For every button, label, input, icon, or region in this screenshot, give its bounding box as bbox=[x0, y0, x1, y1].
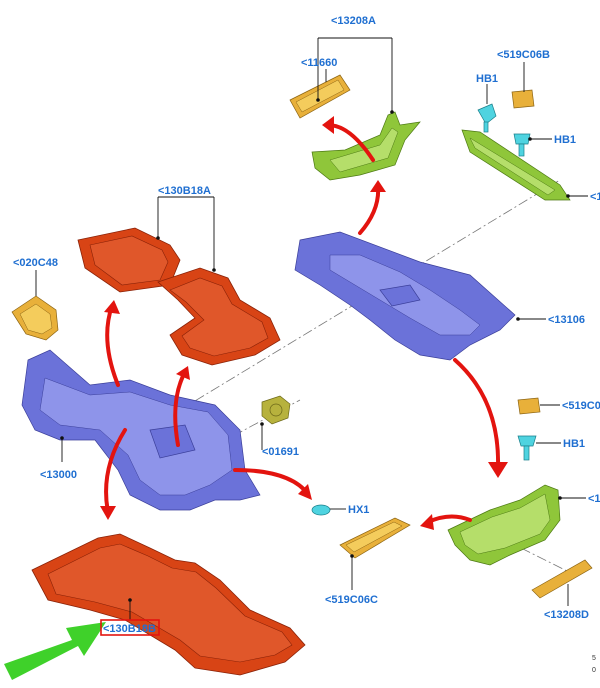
label-13208d: <13208D bbox=[544, 609, 589, 621]
clip-hx1 bbox=[311, 504, 331, 516]
clip-hb1-middle bbox=[513, 133, 531, 157]
green-pointer-arrow bbox=[4, 622, 106, 680]
strip-13208d bbox=[531, 559, 593, 599]
label-01691: <01691 bbox=[262, 446, 299, 458]
pad-11660 bbox=[289, 74, 351, 119]
highlight-box-130b18b bbox=[100, 619, 160, 636]
label-130b18b: <130B18B bbox=[103, 623, 156, 635]
clip-hb1-upper bbox=[477, 103, 497, 133]
label-13-right-top: <1 bbox=[590, 191, 600, 203]
label-13106: <13106 bbox=[548, 314, 585, 326]
pad-519c06b bbox=[511, 89, 535, 109]
rear-carpet-13106 bbox=[294, 231, 516, 361]
front-carpet-13000 bbox=[21, 349, 261, 511]
grommet-01691 bbox=[261, 395, 291, 425]
floor-mat-130b18a-left bbox=[77, 227, 181, 293]
floor-mat-130b18b bbox=[31, 533, 306, 676]
label-13-right-lower: <1 bbox=[588, 493, 600, 505]
clip-hb1-lower bbox=[517, 435, 537, 461]
corner-code-1: 5 bbox=[592, 655, 596, 662]
red-arrows bbox=[100, 116, 508, 530]
label-519c06c: <519C06C bbox=[325, 594, 378, 606]
floor-mat-130b18a-right bbox=[157, 267, 281, 366]
label-519c0-right: <519C0 bbox=[562, 400, 600, 412]
pad-519c0-right bbox=[517, 397, 541, 415]
scuff-plate-lower-right bbox=[447, 484, 561, 566]
bracket-020c48 bbox=[11, 295, 59, 341]
label-11660: <11660 bbox=[301, 57, 337, 69]
label-hb1-middle: HB1 bbox=[554, 134, 576, 146]
sill-panel-right bbox=[461, 129, 571, 201]
leader-lines bbox=[35, 37, 588, 620]
label-hx1: HX1 bbox=[348, 504, 369, 516]
label-020c48: <020C48 bbox=[13, 257, 58, 269]
label-hb1-lower: HB1 bbox=[563, 438, 585, 450]
pad-519c06c bbox=[339, 517, 411, 559]
label-519c06b: <519C06B bbox=[497, 49, 550, 61]
label-130b18a: <130B18A bbox=[158, 185, 211, 197]
label-hb1-upper: HB1 bbox=[476, 73, 498, 85]
corner-code-2: 0 bbox=[592, 667, 596, 674]
label-13000: <13000 bbox=[40, 469, 77, 481]
label-13208a-top: <13208A bbox=[331, 15, 376, 27]
